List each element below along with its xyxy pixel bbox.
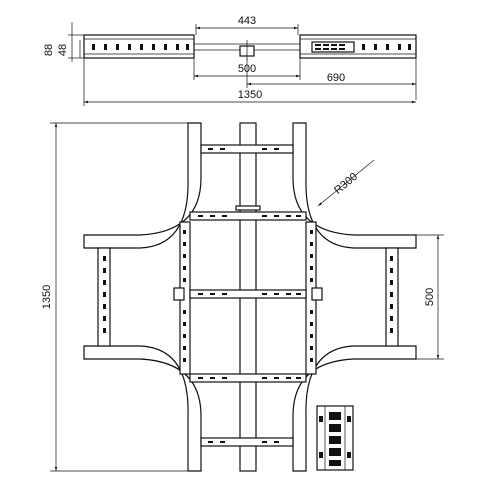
- dim-1350-vertical: 1350: [41, 285, 53, 309]
- plan-left-connector: [173, 287, 185, 301]
- plan-top-left-curved-rail: [83, 122, 202, 249]
- plan-left-side-slots: [103, 256, 106, 333]
- dim-500-right: 500: [424, 288, 436, 306]
- side-view-right-slots: [362, 44, 411, 50]
- side-view-left-slots: [92, 44, 189, 50]
- plan-view: [83, 122, 417, 472]
- dim-88: 88: [43, 44, 55, 56]
- plan-right-connector: [311, 287, 323, 301]
- plan-bottom-left-curved-rail: [83, 345, 202, 472]
- plan-inner-left-slots: [183, 230, 186, 362]
- dim-48: 48: [57, 44, 69, 56]
- plan-center-top-clip: [235, 205, 261, 211]
- side-view: [83, 34, 417, 60]
- plan-rung-slots: [198, 148, 301, 443]
- dim-690: 690: [327, 72, 345, 84]
- dim-1350-top: 1350: [238, 89, 262, 101]
- plan-inner-right-slots: [310, 230, 313, 362]
- connector-plate-detail: [316, 405, 354, 471]
- side-view-dimensions: 88 48 443 500 690 1350: [43, 15, 417, 106]
- plan-horizontal-rungs: [189, 144, 307, 447]
- side-view-right-connector-plate: [311, 41, 355, 53]
- side-view-right-rail: [299, 34, 417, 59]
- dim-443: 443: [238, 15, 256, 27]
- plan-right-side-slots: [390, 256, 393, 333]
